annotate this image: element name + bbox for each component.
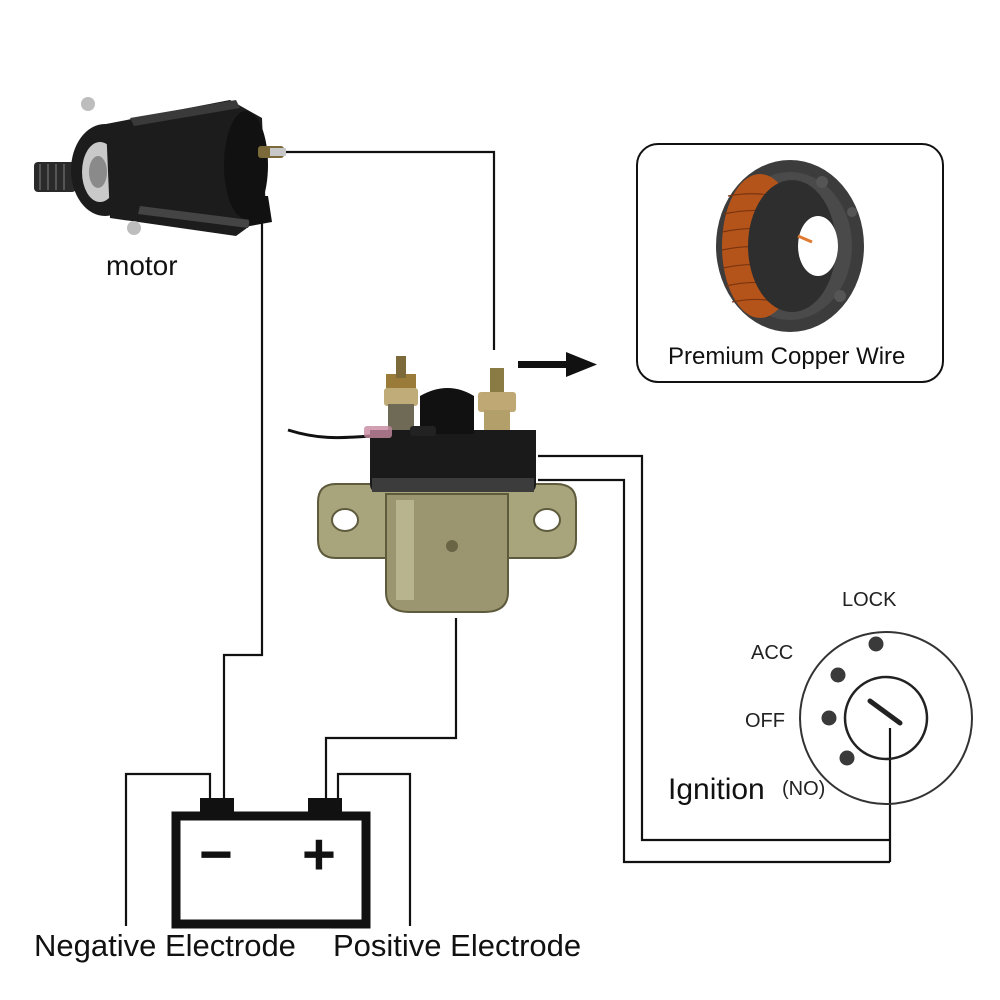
negative-electrode-label: Negative Electrode [34,928,296,963]
wire-solenoid-to-positive [324,618,458,800]
ignition-switch-icon [799,631,973,805]
positive-electrode-label: Positive Electrode [333,928,582,963]
acc-label: ACC [751,642,794,664]
ignition-dot-off [821,710,837,726]
wires [124,150,892,926]
wire-motor-to-negative [222,222,264,800]
ignition-type-label: (NO) [782,778,826,800]
wire-positive-leader [336,772,412,926]
wire-solenoid-to-ignition-a [538,454,890,842]
ignition-key-indicator [867,698,903,726]
ignition-dot-acc [830,667,846,683]
starter-motor-icon [34,97,286,236]
battery-minus-sign: − [199,822,233,887]
wire-motor-to-solenoid [284,150,496,350]
battery-plus-sign: + [302,822,336,887]
solenoid-side-lead [287,428,373,440]
motor-label: motor [106,250,178,281]
wire-solenoid-to-ignition-b [538,478,890,864]
lock-label: LOCK [842,589,897,611]
right-arrow-icon [518,352,597,377]
battery-icon [171,798,371,929]
ignition-label: Ignition [668,773,765,806]
off-label: OFF [745,710,785,732]
ignition-dot-lock [868,636,884,652]
wire-negative-leader [124,772,212,926]
starter-relay-solenoid-icon [317,356,577,613]
copper-spool-icon [716,160,864,332]
ignition-dot-start [839,750,855,766]
copper-wire-label: Premium Copper Wire [668,343,906,370]
